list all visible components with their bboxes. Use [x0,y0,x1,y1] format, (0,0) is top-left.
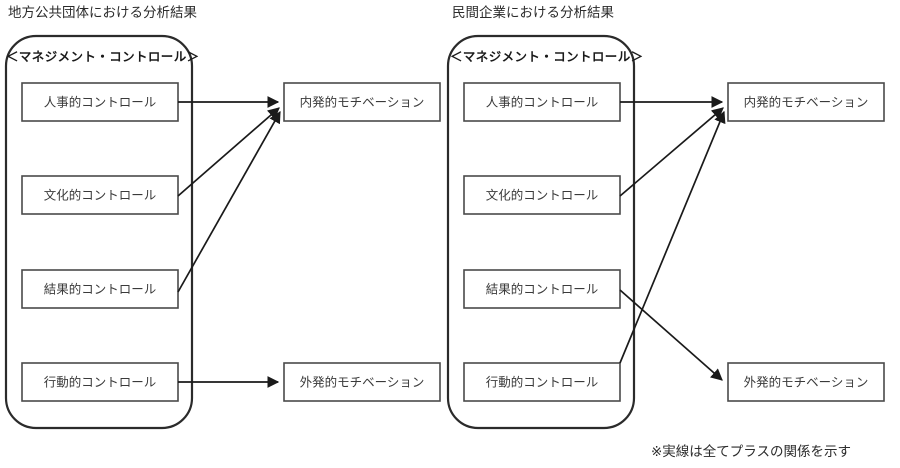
node-box [463,82,621,122]
node-label: 結果的コントロール [486,281,599,296]
node-box [283,82,441,122]
node-label: 内発的モチベーション [744,94,869,109]
node-action-public[interactable]: 行動的コントロール [21,362,179,402]
node-box [463,175,621,215]
group-container-public-sector [4,34,194,430]
group-label-private-sector: ＜マネジメント・コントロール＞ [450,50,644,64]
edge-result-to-intrinsic-public [177,110,281,293]
edge-action-to-intrinsic-private [619,110,726,364]
node-action-private[interactable]: 行動的コントロール [463,362,621,402]
node-extrinsic-public[interactable]: 外発的モチベーション [283,362,441,402]
node-cultural-public[interactable]: 文化的コントロール [21,175,179,215]
node-label: 文化的コントロール [44,187,157,202]
edge-cultural-to-intrinsic-private [619,107,724,197]
node-personnel-private[interactable]: 人事的コントロール [463,82,621,122]
group-label-public-sector: ＜マネジメント・コントロール＞ [6,50,200,64]
node-result-private[interactable]: 結果的コントロール [463,269,621,309]
node-label: 行動的コントロール [486,374,599,389]
panel-title-public-sector: 地方公共団体における分析結果 [8,5,197,20]
node-box [727,362,885,402]
panel-title-private-sector: 民間企業における分析結果 [452,4,614,20]
node-extrinsic-private[interactable]: 外発的モチベーション [727,362,885,402]
node-box [21,269,179,309]
node-label: 行動的コントロール [44,374,157,389]
panel-public-sector: 地方公共団体における分析結果 ＜マネジメント・コントロール＞ 人事的コントロール… [4,5,441,430]
node-label: 人事的コントロール [486,94,599,109]
node-box [463,269,621,309]
node-label: 外発的モチベーション [300,374,425,389]
node-cultural-private[interactable]: 文化的コントロール [463,175,621,215]
edge-cultural-to-intrinsic-public [177,107,280,197]
node-box [727,82,885,122]
node-box [21,362,179,402]
node-label: 文化的コントロール [486,187,599,202]
node-label: 結果的コントロール [44,281,157,296]
node-box [21,175,179,215]
node-box [283,362,441,402]
edge-result-to-extrinsic-private [619,289,723,381]
node-intrinsic-public[interactable]: 内発的モチベーション [283,82,441,122]
panel-private-sector: 民間企業における分析結果 ＜マネジメント・コントロール＞ 人事的コントロール 文… [446,4,885,430]
node-box [21,82,179,122]
node-label: 内発的モチベーション [300,94,425,109]
group-container-private-sector [446,34,636,430]
node-box [463,362,621,402]
node-label: 人事的コントロール [44,94,157,109]
node-result-public[interactable]: 結果的コントロール [21,269,179,309]
footnote-text: ※実線は全てプラスの関係を示す [651,443,851,459]
node-intrinsic-private[interactable]: 内発的モチベーション [727,82,885,122]
node-label: 外発的モチベーション [744,374,869,389]
node-personnel-public[interactable]: 人事的コントロール [21,82,179,122]
